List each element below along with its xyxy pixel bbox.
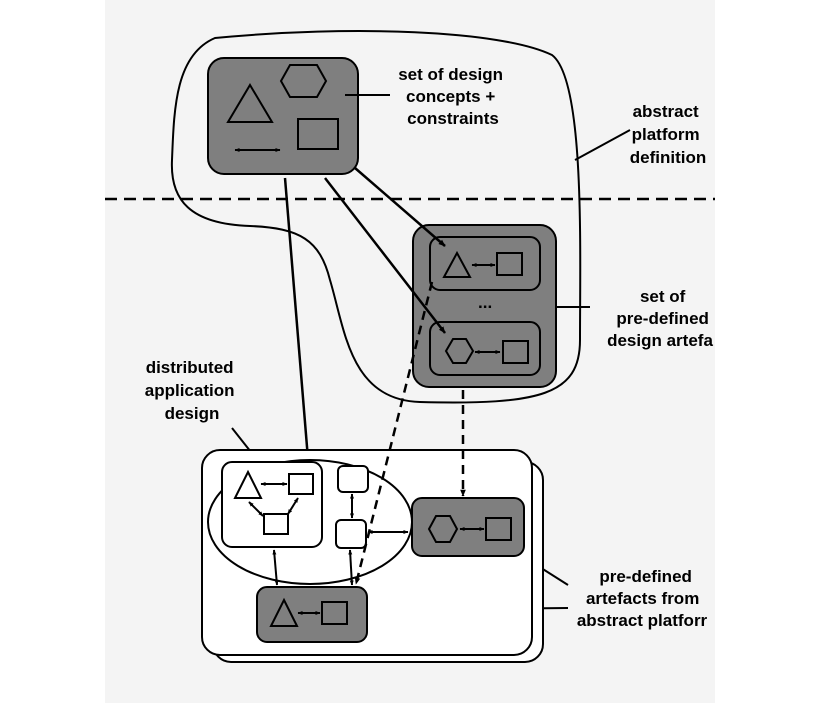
ellipsis-label: ... [478,293,492,312]
left-margin [0,0,105,703]
artefacts-from-platform-label: pre-defined artefacts from abstract plat… [577,567,708,630]
square-icon [496,252,523,276]
dashed-arrow-to-bottom-artefact [354,281,434,585]
triangle-icon [269,597,299,627]
arrow-concepts-to-design [283,177,311,460]
node-top [337,465,369,493]
node-middle [335,519,367,549]
double-arrow-icon [287,497,299,515]
predefined-artefacts-label: set of pre-defined design artefa [607,287,714,350]
square-icon [502,340,529,364]
abstract-platform-label: abstract platform definition [630,102,706,167]
double-arrow-icon [348,549,354,586]
square-icon [321,601,348,625]
design-artefact-bottom [256,586,368,643]
distributed-design-label: distributed application design [145,358,239,423]
right-margin [715,0,820,703]
abstract-platform-outline [170,30,582,404]
triangle-icon [442,250,472,278]
square-icon [485,517,512,541]
artefact-item-2 [429,321,541,376]
component-group [221,461,323,548]
square-icon [288,473,314,495]
arrow-concepts-to-artefact-1 [354,167,446,247]
square-icon [263,513,289,535]
double-arrow-icon [248,501,264,517]
triangle-icon [233,469,263,499]
double-arrow-icon [272,549,279,586]
artefact-item-1 [429,236,541,291]
design-concepts-label: set of design concepts + constraints [398,65,508,128]
platform-label-connector [574,129,631,161]
predefined-artefacts-box: ... [412,224,557,388]
square-icon [297,118,339,150]
hexagon-icon [444,338,475,364]
design-concepts-box [207,57,359,175]
arrow-concepts-to-artefact-2 [324,177,446,334]
design-artefact-right [411,497,525,557]
triangle-icon [226,83,274,123]
hexagon-icon [279,64,328,98]
hexagon-icon [427,515,459,543]
